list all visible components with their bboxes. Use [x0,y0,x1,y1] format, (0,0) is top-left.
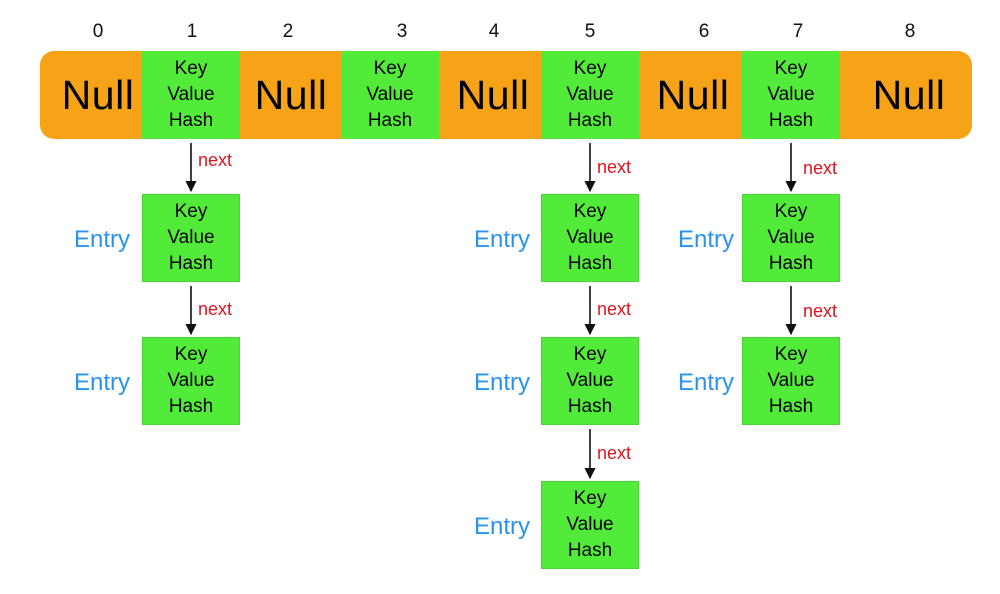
node-hash: Hash [567,540,613,561]
node-key: Key [573,201,607,222]
node-hash: Hash [768,110,814,131]
entry-label: Entry [677,369,734,396]
node-key: Key [573,488,607,509]
next-label: next [597,157,632,177]
null-slot-2: Null [254,71,328,118]
node-value: Value [566,84,614,105]
node-hash: Hash [768,396,814,417]
index-label-1: 1 [186,21,198,42]
node-hash: Hash [168,110,214,131]
node-value: Value [167,370,215,391]
next-label: next [198,150,233,170]
node-key: Key [573,344,607,365]
next-label: next [597,299,632,319]
node-hash: Hash [567,396,613,417]
node-value: Value [167,84,215,105]
node-hash: Hash [168,396,214,417]
chain-node-1-1: Key Value Hash [142,194,240,282]
node-key: Key [174,58,208,79]
null-slot-0: Null [61,71,135,118]
entry-label: Entry [73,226,130,253]
next-label: next [803,158,838,178]
node-value: Value [767,370,815,391]
table-node-3: Key Value Hash [341,51,439,139]
entry-label: Entry [473,513,530,540]
node-value: Value [566,227,614,248]
entry-label: Entry [677,226,734,253]
chain-node-5-3: Key Value Hash [541,481,639,569]
next-label: next [597,443,632,463]
chain-node-5-1: Key Value Hash [541,194,639,282]
chain-node-7-1: Key Value Hash [742,194,840,282]
index-label-2: 2 [282,21,294,42]
index-label-4: 4 [488,21,500,42]
node-key: Key [174,344,208,365]
node-key: Key [774,201,808,222]
chain-node-7-2: Key Value Hash [742,337,840,425]
table-node-5: Key Value Hash [541,51,639,139]
entry-label: Entry [473,369,530,396]
node-value: Value [566,514,614,535]
node-hash: Hash [367,110,413,131]
entry-label: Entry [473,226,530,253]
table-node-1: Key Value Hash [142,51,240,139]
chain-node-1-2: Key Value Hash [142,337,240,425]
node-key: Key [774,58,808,79]
entry-label: Entry [73,369,130,396]
node-value: Value [566,370,614,391]
next-label: next [198,299,233,319]
table-node-7: Key Value Hash [742,51,840,139]
node-key: Key [774,344,808,365]
node-hash: Hash [567,253,613,274]
node-value: Value [366,84,414,105]
index-label-8: 8 [904,21,916,42]
node-key: Key [573,58,607,79]
chain-node-5-2: Key Value Hash [541,337,639,425]
null-slot-8: Null [872,71,946,118]
node-hash: Hash [567,110,613,131]
index-label-7: 7 [792,21,804,42]
index-label-5: 5 [584,21,596,42]
index-label-3: 3 [396,21,408,42]
node-key: Key [174,201,208,222]
index-label-0: 0 [92,21,104,42]
null-slot-4: Null [456,71,530,118]
node-value: Value [767,227,815,248]
null-slot-6: Null [656,71,730,118]
node-value: Value [767,84,815,105]
node-value: Value [167,227,215,248]
node-hash: Hash [168,253,214,274]
index-label-6: 6 [698,21,710,42]
node-hash: Hash [768,253,814,274]
next-label: next [803,301,838,321]
node-key: Key [373,58,407,79]
